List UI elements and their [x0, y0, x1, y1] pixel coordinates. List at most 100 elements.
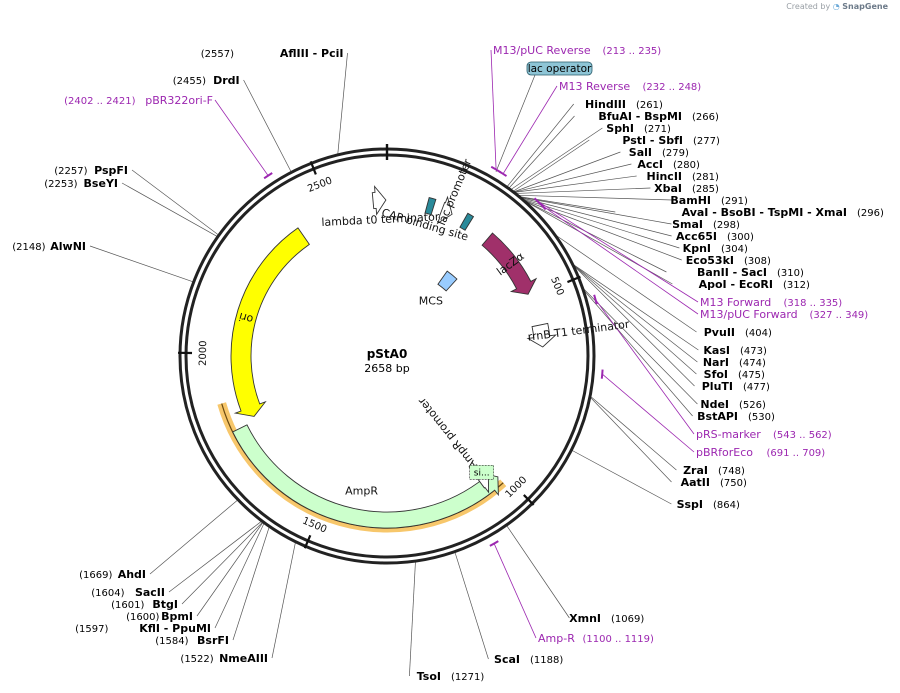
- site-name: BamHI: [670, 194, 711, 207]
- primer-label: M13/pUC Forward(327 .. 349): [700, 308, 868, 321]
- site-position: (1522): [180, 654, 213, 665]
- plasmid-length: 2658 bp: [364, 362, 409, 375]
- site-name: AlwNI: [50, 240, 86, 253]
- site-name: ApoI - EcoRI: [699, 278, 773, 291]
- site-bsrfi: BsrFI(1584): [155, 634, 229, 647]
- site-apoi-ecori: ApoI - EcoRI (312): [699, 278, 810, 291]
- site-leader: [511, 127, 603, 190]
- site-name: SspI: [677, 498, 703, 511]
- primer-name: pRS-marker: [696, 428, 761, 441]
- primer-leader: [541, 205, 699, 315]
- site-acci: AccI(280): [637, 158, 700, 171]
- site-position: (530): [748, 412, 775, 423]
- primer-name: M13/pUC Reverse: [493, 44, 591, 57]
- site-name: XbaI: [654, 182, 682, 195]
- site-position: (404): [745, 328, 772, 339]
- feature-shape: [424, 196, 437, 216]
- site-position: (1188): [530, 655, 563, 666]
- site-position: (2257): [54, 166, 87, 177]
- feature-shape: [371, 185, 387, 216]
- site-name: BfuAI - BspMI: [598, 110, 682, 123]
- feature-shape: [232, 424, 499, 529]
- site-name: BstAPI: [697, 410, 738, 423]
- site-alwni: AlwNI(2148): [12, 240, 86, 253]
- site-position: (266): [692, 112, 719, 123]
- site-position: (271): [644, 124, 671, 135]
- primer-arc: [489, 540, 499, 547]
- primer-m13-puc-forward: [537, 200, 547, 211]
- site-position: (2557): [201, 49, 234, 60]
- site-leader: [583, 288, 698, 405]
- site-pvuii: PvuII (404): [704, 326, 772, 339]
- site-position: (304): [721, 244, 748, 255]
- primer-name: pBR322ori-F: [145, 94, 213, 107]
- site-leader: [526, 201, 673, 285]
- site-name: SphI: [606, 122, 634, 135]
- site-leader: [521, 197, 672, 225]
- site-position: (1069): [611, 614, 644, 625]
- site-kfli-ppumi: KflI - PpuMI(1597): [75, 622, 211, 635]
- site-btgi: BtgI(1601): [111, 598, 178, 611]
- site-leader: [131, 169, 219, 235]
- primer-position: (318 .. 335): [784, 298, 843, 309]
- site-leader: [121, 182, 218, 237]
- site-position: (475): [738, 370, 765, 381]
- site-name: PluTI: [702, 380, 733, 393]
- primer-position: (232 .. 248): [643, 82, 702, 93]
- site-smai: SmaI(298): [672, 218, 740, 231]
- tick-mark: [523, 494, 535, 506]
- site-leader: [168, 521, 262, 593]
- primer-label: M13/pUC Reverse(213 .. 235): [493, 44, 661, 57]
- site-kasi: KasI(473): [703, 344, 767, 357]
- feature-lambda-t0-terminator: lambda t0 terminator: [321, 185, 440, 229]
- feature-shape: [436, 195, 453, 225]
- site-position: (477): [743, 382, 770, 393]
- site-position: (298): [713, 220, 740, 231]
- feature-lac-operator: [459, 212, 475, 231]
- site-zrai: ZraI(748): [683, 464, 745, 477]
- site-leader: [584, 290, 693, 417]
- site-name: PstI - SbfI: [622, 134, 683, 147]
- site-name: PvuII: [704, 326, 735, 339]
- site-position: (2455): [173, 76, 206, 87]
- site-position: (279): [662, 148, 689, 159]
- site-name: KflI - PpuMI: [139, 622, 211, 635]
- site-leader: [513, 139, 590, 192]
- feature-shape: [437, 270, 458, 292]
- site-leader: [525, 201, 667, 273]
- feature-label: ori: [237, 310, 254, 326]
- site-sspi: SspI (864): [677, 498, 740, 511]
- site-name: HindIII: [585, 98, 626, 111]
- site-leader: [523, 199, 680, 249]
- tick-mark: [567, 275, 581, 284]
- site-leader: [271, 542, 296, 659]
- site-position: (1604): [91, 588, 124, 599]
- site-position: (864): [713, 500, 740, 511]
- primer-position: (327 .. 349): [810, 310, 869, 321]
- site-position: (312): [783, 280, 810, 291]
- site-position: (2253): [44, 179, 77, 190]
- leader-lines: [89, 49, 699, 677]
- primer-leader: [490, 49, 497, 170]
- primer-leader: [537, 200, 699, 303]
- site-position: (748): [718, 466, 745, 477]
- site-name: NarI: [703, 356, 729, 369]
- lac-operator-callout: lac operator: [526, 61, 593, 76]
- site-xmni: XmnI(1069): [569, 612, 644, 625]
- site-name: BseYI: [84, 177, 118, 190]
- site-leader: [525, 200, 682, 261]
- site-sali: SalI(279): [629, 146, 689, 159]
- feature-rrnb-t1-terminator: rrnB T1 terminator: [526, 318, 631, 348]
- site-hindiii: HindIII(261): [585, 98, 663, 111]
- site-name: AvaI - BsoBI - TspMI - XmaI: [682, 206, 847, 219]
- site-hincii: HincII(281): [646, 170, 719, 183]
- primer-leader: [214, 99, 269, 176]
- tick-mark: [303, 534, 312, 549]
- feature-label: MCS: [419, 294, 443, 307]
- site-name: DrdI: [213, 74, 240, 87]
- site-pspfi: PspFI(2257): [54, 164, 128, 177]
- site-position: (1669): [79, 570, 112, 581]
- ampr-signal-box: [469, 465, 494, 480]
- feature-mcs: MCS: [419, 270, 458, 307]
